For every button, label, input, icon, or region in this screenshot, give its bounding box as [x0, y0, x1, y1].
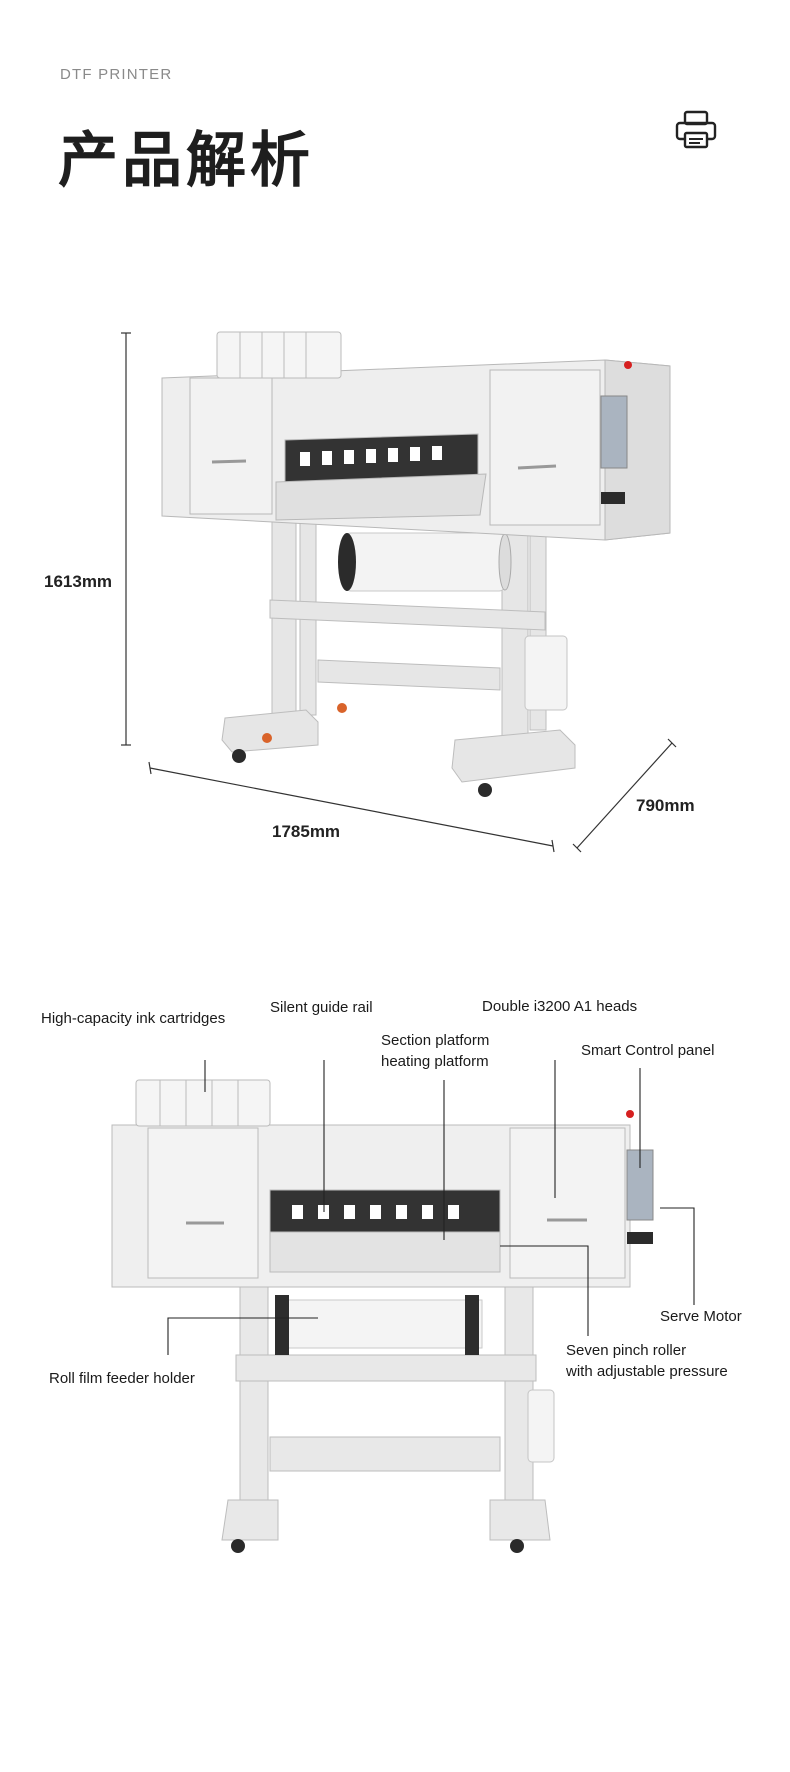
width-dimension: 1785mm	[272, 822, 341, 841]
label-platform-line2: heating platform	[381, 1053, 489, 1070]
front-ink-cartridges	[135, 1079, 271, 1127]
film-roll	[338, 532, 512, 592]
label-pinch-line1: Seven pinch roller	[566, 1342, 687, 1359]
label-pinch-line2: with adjustable pressure	[566, 1363, 728, 1380]
height-dimension-line	[121, 332, 131, 746]
printer-dimensions-figure	[121, 331, 677, 853]
print-carriage-heads	[300, 446, 442, 466]
left-wheel	[231, 1539, 245, 1553]
printer-front-figure	[111, 1060, 695, 1553]
page-title: 产品解析	[58, 126, 314, 196]
label-guide-rail: Silent guide rail	[270, 999, 373, 1016]
label-heads: Double i3200 A1 heads	[482, 998, 638, 1015]
left-door-handle	[211, 459, 247, 464]
callout-leader-lines	[167, 1060, 695, 1355]
printer-wheels	[232, 703, 492, 797]
label-control-panel: Smart Control panel	[581, 1042, 715, 1059]
front-waste-bottle	[527, 1389, 555, 1463]
label-feeder-holder: Roll film feeder holder	[49, 1370, 195, 1387]
label-serve-motor: Serve Motor	[660, 1308, 742, 1325]
label-platform-line1: Section platform	[381, 1032, 490, 1049]
label-ink-cartridges: High-capacity ink cartridges	[41, 1010, 226, 1027]
height-dimension: 1613mm	[44, 572, 113, 591]
control-panel	[600, 361, 632, 504]
depth-dimension-line	[572, 738, 677, 853]
front-film-roll	[275, 1295, 483, 1355]
depth-dimension: 790mm	[636, 796, 695, 815]
ink-cartridges	[216, 331, 342, 379]
printer-icon	[675, 110, 717, 149]
printer-stand	[221, 514, 576, 783]
right-door-handle	[517, 464, 557, 470]
width-dimension-line	[148, 761, 555, 853]
right-wheel	[510, 1539, 524, 1553]
eyebrow-label: DTF PRINTER	[60, 66, 173, 83]
waste-bottle	[524, 635, 568, 711]
